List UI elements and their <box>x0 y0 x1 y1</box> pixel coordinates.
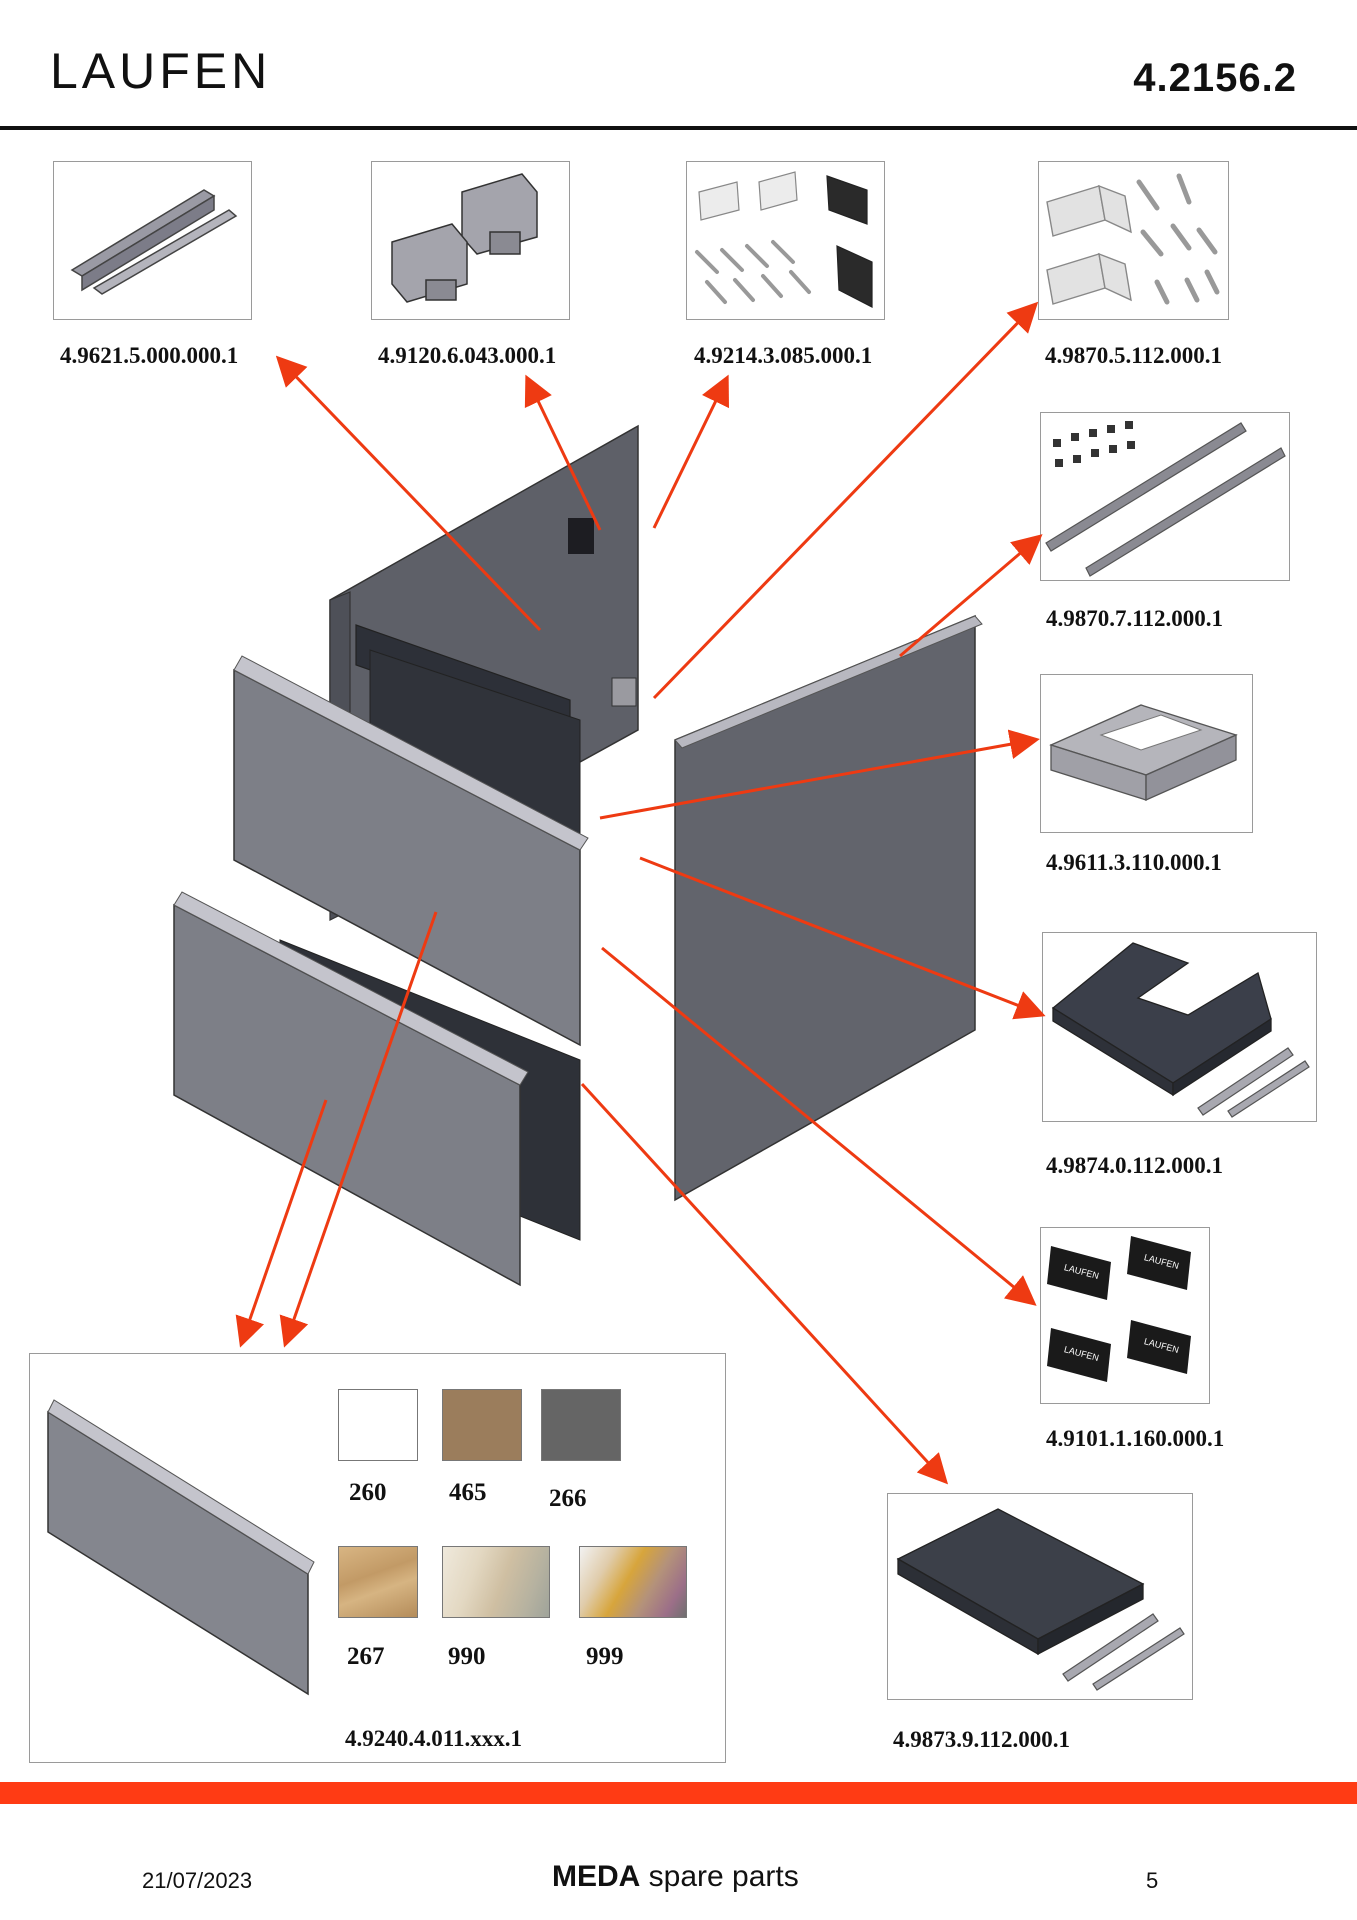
arrow-to-part-7 <box>639 856 1046 1020</box>
part-image-hinges <box>371 161 570 320</box>
accent-bar <box>0 1782 1357 1804</box>
part-image-drawer-organizer <box>1040 674 1253 833</box>
laufen-logo: LAUFEN <box>50 43 271 98</box>
arrow-to-part-1 <box>275 355 542 632</box>
mount-bracket-detail <box>611 677 637 707</box>
arrow-to-front-panel-b <box>279 911 438 1348</box>
part-image-logo-labels: LAUFEN LAUFEN LAUFEN LAUFEN <box>1040 1227 1210 1404</box>
finish-code-266: 266 <box>549 1485 587 1512</box>
finish-swatch-260 <box>338 1389 418 1461</box>
arrow-to-front-panel-a <box>235 1099 328 1348</box>
part-image-lower-drawer <box>887 1493 1193 1700</box>
footer-title-bold: MEDA <box>552 1860 641 1893</box>
finish-swatch-999 <box>579 1546 687 1618</box>
part-image-upper-drawer <box>1042 932 1317 1122</box>
finish-code-260: 260 <box>349 1479 387 1506</box>
footer-page-number: 5 <box>1146 1868 1159 1893</box>
part-code-6: 4.9611.3.110.000.1 <box>1046 850 1222 875</box>
part-code-9: 4.9873.9.112.000.1 <box>893 1727 1070 1752</box>
finish-code-990: 990 <box>448 1643 486 1670</box>
arrow-to-part-6 <box>599 729 1040 820</box>
part-image-wall-brackets <box>1038 161 1229 320</box>
part-code-3: 4.9214.3.085.000.1 <box>694 343 873 368</box>
arrow-to-part-4 <box>652 301 1039 700</box>
logo-text: LAUFEN <box>50 43 271 98</box>
front-panel-image <box>47 1399 315 1696</box>
side-panel-right-edge <box>674 615 983 749</box>
part-code-4: 4.9870.5.112.000.1 <box>1045 343 1222 368</box>
part-code-2: 4.9120.6.043.000.1 <box>378 343 557 368</box>
finish-code-267: 267 <box>347 1643 385 1670</box>
arrow-to-part-9 <box>580 1082 949 1485</box>
header-rule <box>0 126 1357 130</box>
finish-swatch-266 <box>541 1389 621 1461</box>
footer-title: MEDA spare parts <box>552 1860 799 1894</box>
part-code-7: 4.9874.0.112.000.1 <box>1046 1153 1223 1178</box>
finish-code-999: 999 <box>586 1643 624 1670</box>
hinge-detail <box>568 518 594 554</box>
part-image-drawer-runner <box>53 161 252 320</box>
part-code-5: 4.9870.7.112.000.1 <box>1046 606 1223 631</box>
finish-code-465: 465 <box>449 1479 487 1506</box>
footer-title-rest: spare parts <box>640 1860 799 1893</box>
lower-drawer-front-handle <box>173 891 529 1086</box>
document-number: 4.2156.2 <box>1133 56 1297 100</box>
part-image-rails <box>1040 412 1290 581</box>
arrow-to-part-3 <box>652 374 729 529</box>
front-panel-code: 4.9240.4.011.xxx.1 <box>345 1726 522 1751</box>
finish-swatch-465 <box>442 1389 522 1461</box>
finish-swatch-990 <box>442 1546 550 1618</box>
arrow-to-part-5 <box>899 534 1043 658</box>
part-image-fixing-kit <box>686 161 885 320</box>
finish-swatch-267 <box>338 1546 418 1618</box>
arrow-to-part-2 <box>524 374 602 531</box>
footer-date: 21/07/2023 <box>142 1868 253 1893</box>
arrow-to-part-8 <box>601 946 1037 1306</box>
part-code-8: 4.9101.1.160.000.1 <box>1046 1426 1225 1451</box>
top-drawer-front-handle <box>233 655 589 851</box>
cabinet-exploded-view <box>173 424 983 1287</box>
part-code-1: 4.9621.5.000.000.1 <box>60 343 239 368</box>
